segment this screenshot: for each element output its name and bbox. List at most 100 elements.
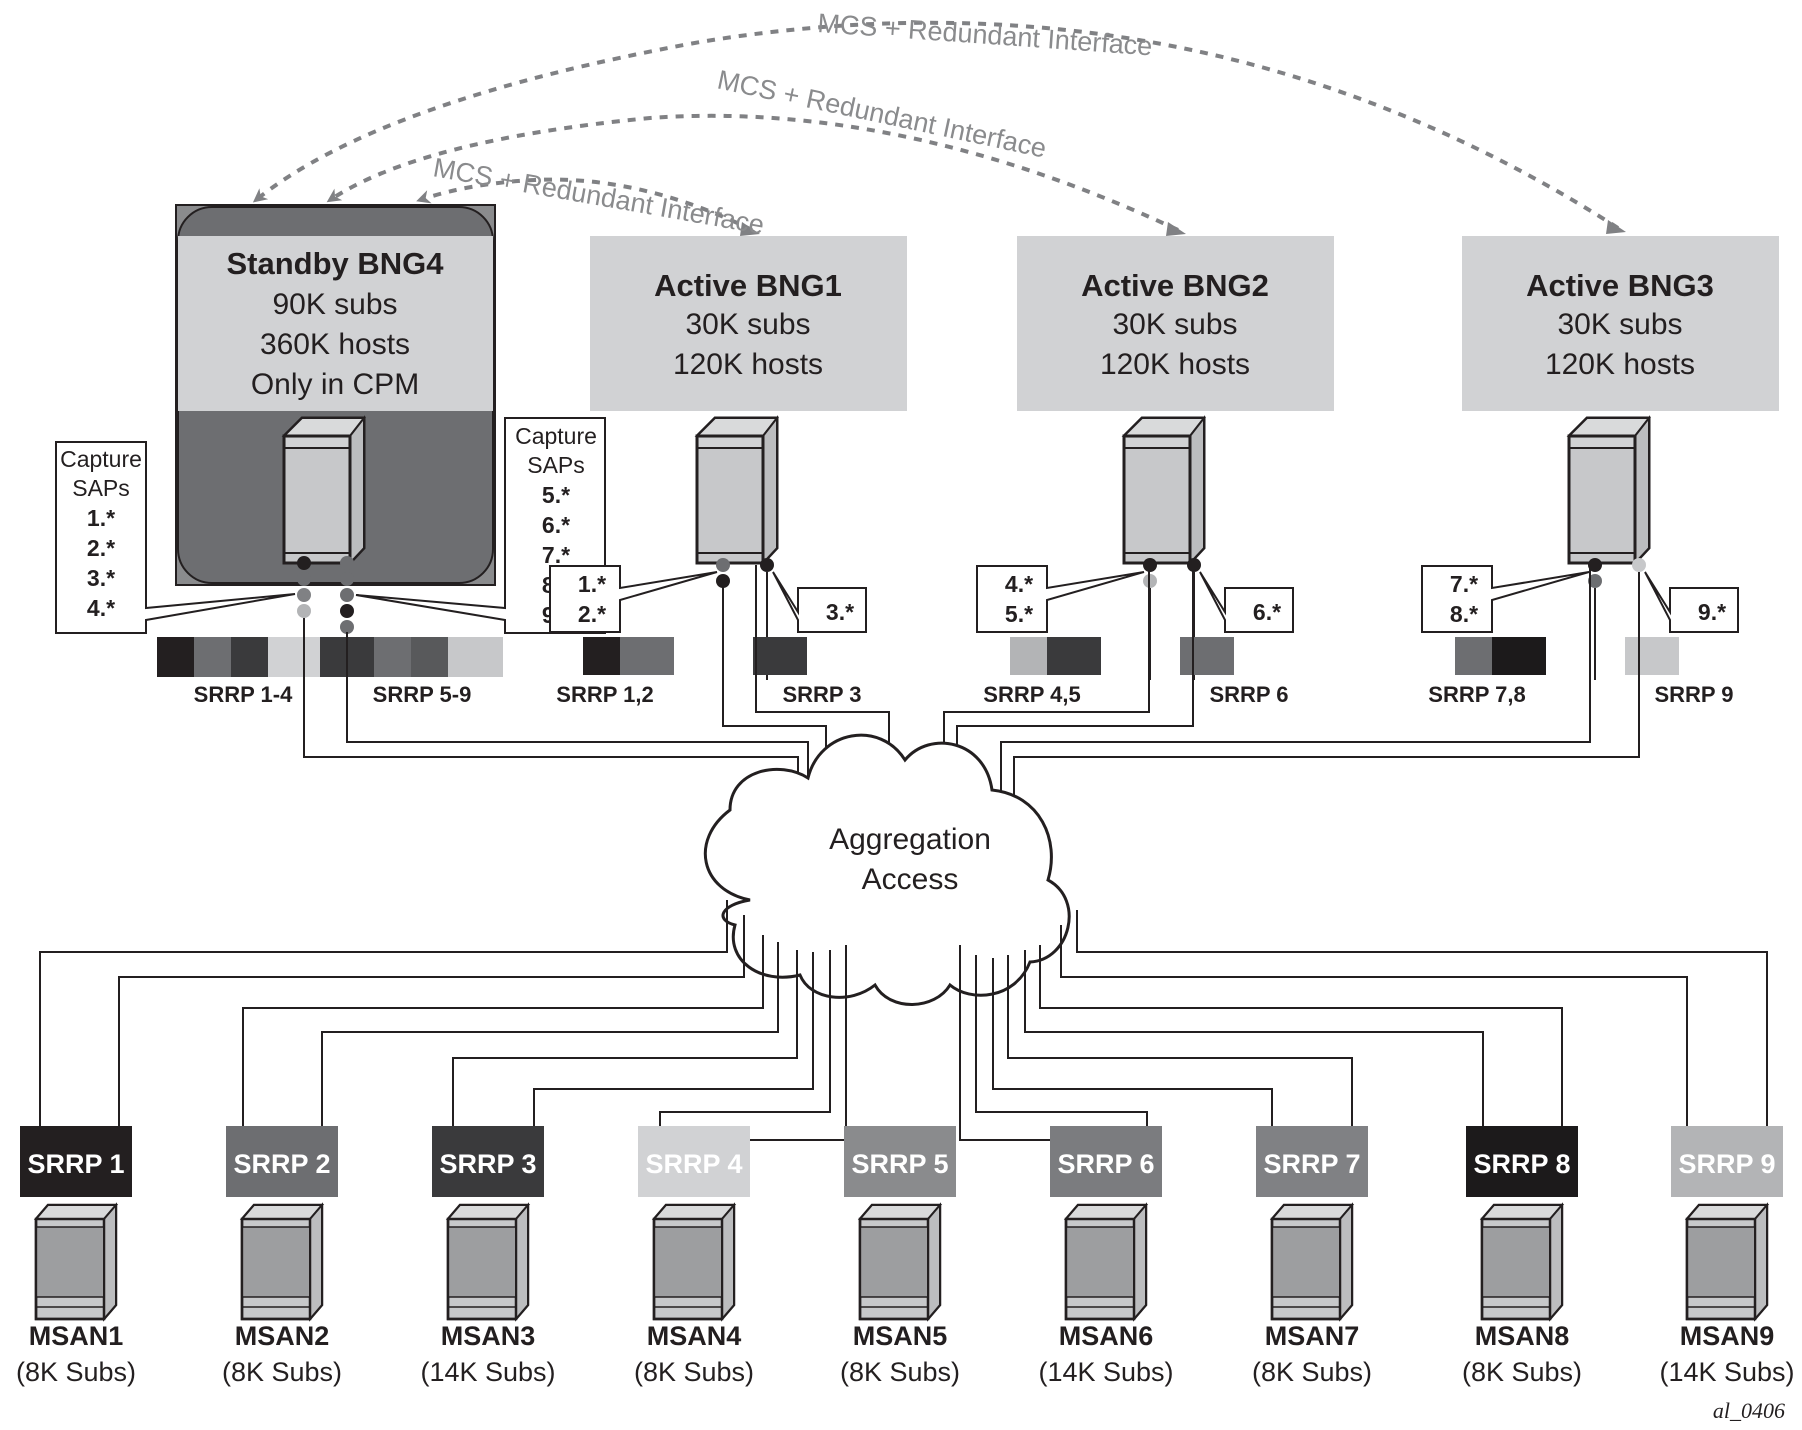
arrow-head-bng1 [740, 222, 760, 236]
srrp-swatch [1492, 637, 1546, 675]
capture-left-sap: 2.* [87, 535, 115, 561]
msan-name: MSAN3 [441, 1321, 536, 1351]
msan-subs: (14K Subs) [1038, 1357, 1173, 1387]
srrp-swatch [1455, 637, 1492, 675]
srrp-swatch [620, 637, 674, 675]
msan-srrp-label: SRRP 9 [1678, 1149, 1775, 1179]
aggregation-cloud: Aggregation Access [703, 733, 1071, 1006]
figure-id: al_0406 [1713, 1398, 1785, 1423]
srrp-swatch-8 [448, 637, 503, 677]
sap-label: 5.* [1005, 601, 1033, 627]
standby-bng4: Standby BNG4 90K subs 360K hosts Only in… [175, 204, 496, 634]
msan-wire [1007, 955, 1353, 1126]
msan-wire [1039, 945, 1563, 1126]
standby-chassis-icon [282, 416, 366, 565]
msan-6: SRRP 6 MSAN6 (14K Subs) [1038, 1126, 1174, 1387]
msan-subs: (8K Subs) [1252, 1357, 1372, 1387]
msan-srrp-label: SRRP 5 [851, 1149, 948, 1179]
msan-wire [1076, 910, 1768, 1126]
capture-right-heading-2: SAPs [527, 452, 585, 478]
msan-name: MSAN5 [853, 1321, 948, 1351]
msan-subs: (14K Subs) [420, 1357, 555, 1387]
capture-left-sap: 4.* [87, 595, 115, 621]
msan-chassis-icon [1480, 1203, 1564, 1321]
msan-chassis-icon [1685, 1203, 1769, 1321]
msan-srrp-badge [638, 1126, 750, 1197]
sap-label: 6.* [1253, 599, 1281, 625]
capture-right-sap: 5.* [542, 482, 570, 508]
arrow-head-bng3 [1606, 220, 1626, 234]
standby-port-dots-left [297, 556, 311, 618]
srrp-group-label: SRRP 3 [782, 682, 861, 707]
msan-chassis-icon [652, 1203, 736, 1321]
msan-chassis-icon [240, 1203, 324, 1321]
msan-wire [452, 950, 798, 1126]
msan-wire [659, 950, 831, 1126]
msan-srrp-badge [844, 1126, 956, 1197]
port-dot [1588, 558, 1602, 572]
msan-name: MSAN8 [1475, 1321, 1570, 1351]
sap-label: 3.* [826, 599, 854, 625]
bng-stat: 30K subs [1557, 308, 1682, 341]
sap-callout-left [976, 565, 1145, 633]
msan-wire [321, 942, 779, 1126]
msan-subs: (8K Subs) [840, 1357, 960, 1387]
standby-subs: 90K subs [272, 288, 397, 321]
sap-label: 1.* [578, 571, 606, 597]
msan-5: SRRP 5 MSAN5 (8K Subs) [840, 1126, 960, 1387]
sap-label: 7.* [1450, 571, 1478, 597]
msan-name: MSAN6 [1059, 1321, 1154, 1351]
standby-header [178, 236, 493, 411]
msan-srrp-label: SRRP 7 [1263, 1149, 1360, 1179]
bng-title: Active BNG2 [1081, 268, 1269, 303]
msan-chassis-icon [446, 1203, 530, 1321]
capture-left-sap: 3.* [87, 565, 115, 591]
msan-wire [118, 915, 745, 1126]
sap-callout-right [1644, 571, 1739, 633]
msan-subs: (14K Subs) [1659, 1357, 1794, 1387]
msan-wire [1060, 925, 1688, 1126]
capture-right-sap: 6.* [542, 512, 570, 538]
srrp-group-label: SRRP 6 [1209, 682, 1288, 707]
standby-port-dots-right [340, 556, 354, 634]
port-dot [1588, 574, 1602, 588]
bng-stat: 120K hosts [1100, 348, 1250, 381]
standby-srrp-right-label: SRRP 5-9 [373, 682, 472, 707]
sap-label: 9.* [1698, 599, 1726, 625]
msan-name: MSAN2 [235, 1321, 330, 1351]
srrp-swatch-1 [157, 637, 194, 677]
standby-title: Standby BNG4 [226, 246, 444, 281]
arc-label-bng3: MCS + Redundant Interface [817, 8, 1154, 61]
cloud-label-line2: Access [862, 863, 959, 896]
port-dot [1632, 558, 1646, 572]
sap-label: 4.* [1005, 571, 1033, 597]
msan-srrp-badge [226, 1126, 338, 1197]
standby-hosts: 360K hosts [260, 328, 410, 361]
msan-chassis-icon [34, 1203, 118, 1321]
msan-srrp-label: SRRP 1 [27, 1149, 124, 1179]
bng-stat: 120K hosts [673, 348, 823, 381]
msan-subs: (8K Subs) [16, 1357, 136, 1387]
msan-subs: (8K Subs) [634, 1357, 754, 1387]
srrp-swatch [1625, 637, 1679, 675]
sap-callout-left [1421, 565, 1590, 633]
srrp-swatch [1047, 637, 1101, 675]
bng-chassis-icon [1122, 416, 1206, 565]
sap-label: 8.* [1450, 601, 1478, 627]
msan-srrp-badge [1466, 1126, 1578, 1197]
standby-cpm: Only in CPM [251, 368, 419, 401]
sap-callout-right [1199, 571, 1294, 633]
srrp-swatch-2 [194, 637, 231, 677]
msan-srrp-label: SRRP 6 [1057, 1149, 1154, 1179]
capture-left-heading-1: Capture [60, 446, 142, 472]
msan-downlink-wires [39, 900, 1768, 1141]
bng-header-box [590, 236, 907, 411]
srrp-swatch-3 [231, 637, 268, 677]
msan-subs: (8K Subs) [222, 1357, 342, 1387]
srrp-swatch-7 [411, 637, 448, 677]
bng-stat: 30K subs [1112, 308, 1237, 341]
msan-srrp-badge [1256, 1126, 1368, 1197]
